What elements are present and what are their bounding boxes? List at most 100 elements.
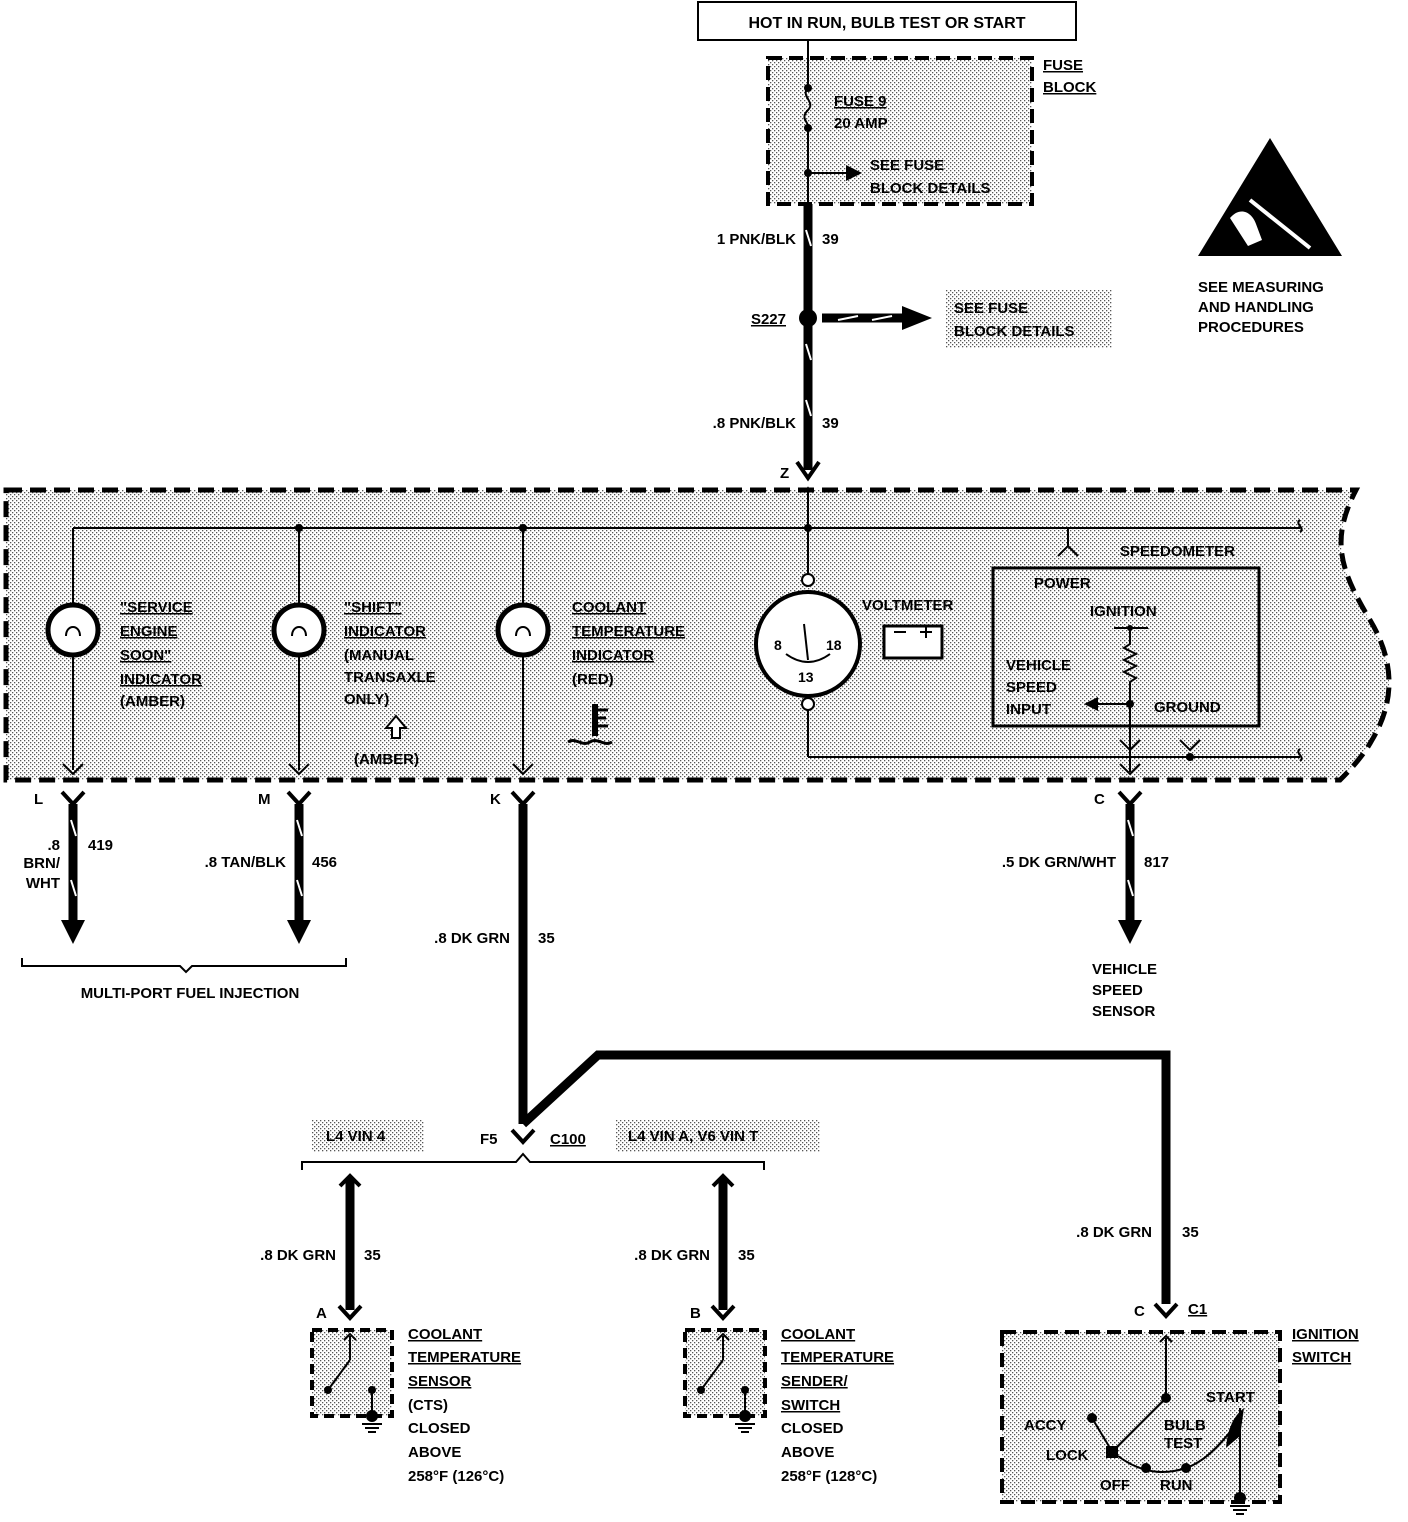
fuse-block bbox=[766, 56, 1034, 206]
wire-a-circuit: 35 bbox=[364, 1247, 381, 1264]
connector-pin: F5 bbox=[480, 1131, 498, 1148]
ind1-line4: INDICATOR bbox=[120, 671, 202, 688]
ign-start: START bbox=[1206, 1389, 1255, 1406]
connector-name: C100 bbox=[550, 1131, 586, 1148]
sensor-b-5: CLOSED bbox=[781, 1420, 844, 1437]
ign-run: RUN bbox=[1160, 1477, 1193, 1494]
variant-brace bbox=[301, 1152, 765, 1170]
fuse-rating: 20 AMP bbox=[834, 115, 888, 132]
wire-c-size: .5 DK GRN/WHT bbox=[1002, 854, 1116, 871]
sensor-a-6: ABOVE bbox=[408, 1444, 461, 1461]
sensor-b-6: ABOVE bbox=[781, 1444, 834, 1461]
ignition-switch bbox=[1000, 1330, 1282, 1504]
ign-bulb: BULB bbox=[1164, 1417, 1206, 1434]
fuse-see-1: SEE FUSE bbox=[870, 157, 944, 174]
wire-ignition-branch bbox=[519, 1050, 1171, 1304]
vss-2: SPEED bbox=[1092, 982, 1143, 999]
coolant-temp-lamp bbox=[495, 602, 551, 658]
fuse-see-2: BLOCK DETAILS bbox=[870, 180, 991, 197]
sensor-a-4: (CTS) bbox=[408, 1397, 448, 1414]
ind1-line1: "SERVICE bbox=[120, 599, 193, 616]
wire-l-circuit: 419 bbox=[88, 837, 113, 854]
speedo-ignition: IGNITION bbox=[1090, 603, 1157, 620]
hot-in-run-label: HOT IN RUN, BULB TEST OR START bbox=[748, 15, 1025, 32]
speedometer-label: SPEEDOMETER bbox=[1120, 543, 1235, 560]
speedo-resistor bbox=[1121, 628, 1139, 704]
volt-scale-mid: 13 bbox=[798, 669, 814, 685]
ign-off: OFF bbox=[1100, 1477, 1130, 1494]
ind1-line3: SOON" bbox=[120, 647, 171, 664]
ind2-line3: (MANUAL bbox=[344, 647, 414, 664]
wire-top-circuit: 39 bbox=[822, 231, 839, 248]
esd-warning-icon bbox=[1198, 138, 1342, 256]
wire-c-circuit: 817 bbox=[1144, 854, 1169, 871]
sensor-b-2: TEMPERATURE bbox=[781, 1349, 894, 1366]
vss-3: SENSOR bbox=[1092, 1003, 1156, 1020]
sensor-b-3: SENDER/ bbox=[781, 1373, 849, 1390]
wire-b-circuit: 35 bbox=[738, 1247, 755, 1264]
vss-1: VEHICLE bbox=[1092, 961, 1157, 978]
wire-b-pin: B bbox=[690, 1305, 701, 1322]
ign-title-1: IGNITION bbox=[1292, 1326, 1359, 1343]
fuse-block-title-2: BLOCK bbox=[1043, 79, 1096, 96]
sensor-b-1: COOLANT bbox=[781, 1326, 855, 1343]
wire-l-size-3: WHT bbox=[26, 875, 60, 892]
pin-z: Z bbox=[780, 465, 789, 482]
mpfi-brace bbox=[21, 958, 347, 974]
wire-a-pin: A bbox=[316, 1305, 327, 1322]
coolant-temp-symbol-icon bbox=[567, 704, 613, 745]
pin-k: K bbox=[490, 791, 501, 808]
ind3-line4: (RED) bbox=[572, 671, 614, 688]
ind2-line2: INDICATOR bbox=[344, 623, 426, 640]
battery-icon bbox=[882, 624, 944, 660]
wire-b-size: .8 DK GRN bbox=[634, 1247, 710, 1264]
ind3-line2: TEMPERATURE bbox=[572, 623, 685, 640]
wire-feed-size: .8 PNK/BLK bbox=[713, 415, 797, 432]
esd-note-3: PROCEDURES bbox=[1198, 319, 1304, 336]
esd-note-2: AND HANDLING bbox=[1198, 299, 1314, 316]
sensor-a-3: SENSOR bbox=[408, 1373, 472, 1390]
wire-m-circuit: 456 bbox=[312, 854, 337, 871]
ign-accy: ACCY bbox=[1024, 1417, 1067, 1434]
wire-m-size: .8 TAN/BLK bbox=[205, 854, 287, 871]
ign-lock: LOCK bbox=[1046, 1447, 1089, 1464]
wire-feed-circuit: 39 bbox=[822, 415, 839, 432]
wire-ign-pin: C bbox=[1134, 1303, 1145, 1320]
ign-switch-blade bbox=[1111, 1397, 1167, 1453]
voltmeter-gauge bbox=[754, 590, 862, 698]
speedo-vsi-2: SPEED bbox=[1006, 679, 1057, 696]
ind1-line2: ENGINE bbox=[120, 623, 178, 640]
splice-s227 bbox=[799, 309, 817, 327]
variant-left: L4 VIN 4 bbox=[326, 1128, 386, 1145]
splice-see-box bbox=[946, 290, 1112, 348]
pin-c: C bbox=[1094, 791, 1105, 808]
fuse-9-symbol bbox=[803, 87, 812, 127]
volt-scale-low: 8 bbox=[774, 637, 782, 653]
wire-a-size: .8 DK GRN bbox=[260, 1247, 336, 1264]
ground-icon bbox=[735, 1410, 755, 1433]
ground-icon bbox=[362, 1410, 382, 1433]
mpfi-label: MULTI-PORT FUEL INJECTION bbox=[81, 985, 300, 1002]
variant-right-box bbox=[616, 1120, 820, 1152]
sensor-a-2: TEMPERATURE bbox=[408, 1349, 521, 1366]
fuse-block-title-1: FUSE bbox=[1043, 57, 1083, 74]
esd-note-1: SEE MEASURING bbox=[1198, 279, 1324, 296]
wire-ign-size: .8 DK GRN bbox=[1076, 1224, 1152, 1241]
ign-test: TEST bbox=[1164, 1435, 1202, 1452]
pin-l: L bbox=[34, 791, 43, 808]
shift-lamp bbox=[271, 602, 327, 658]
wire-l-size-1: .8 bbox=[47, 837, 60, 854]
wire-ign-connector: C1 bbox=[1188, 1301, 1207, 1318]
pin-m: M bbox=[258, 791, 271, 808]
wire-k-circuit: 35 bbox=[538, 930, 555, 947]
splice-see-2: BLOCK DETAILS bbox=[954, 323, 1075, 340]
speedo-vsi-1: VEHICLE bbox=[1006, 657, 1071, 674]
ind2-color: (AMBER) bbox=[354, 751, 419, 768]
wire-l-size-2: BRN/ bbox=[23, 855, 60, 872]
wire-k-size: .8 DK GRN bbox=[434, 930, 510, 947]
service-engine-soon-lamp bbox=[45, 602, 101, 658]
ind1-line5: (AMBER) bbox=[120, 693, 185, 710]
wire-ign-circuit: 35 bbox=[1182, 1224, 1199, 1241]
voltmeter-label: VOLTMETER bbox=[862, 597, 954, 614]
